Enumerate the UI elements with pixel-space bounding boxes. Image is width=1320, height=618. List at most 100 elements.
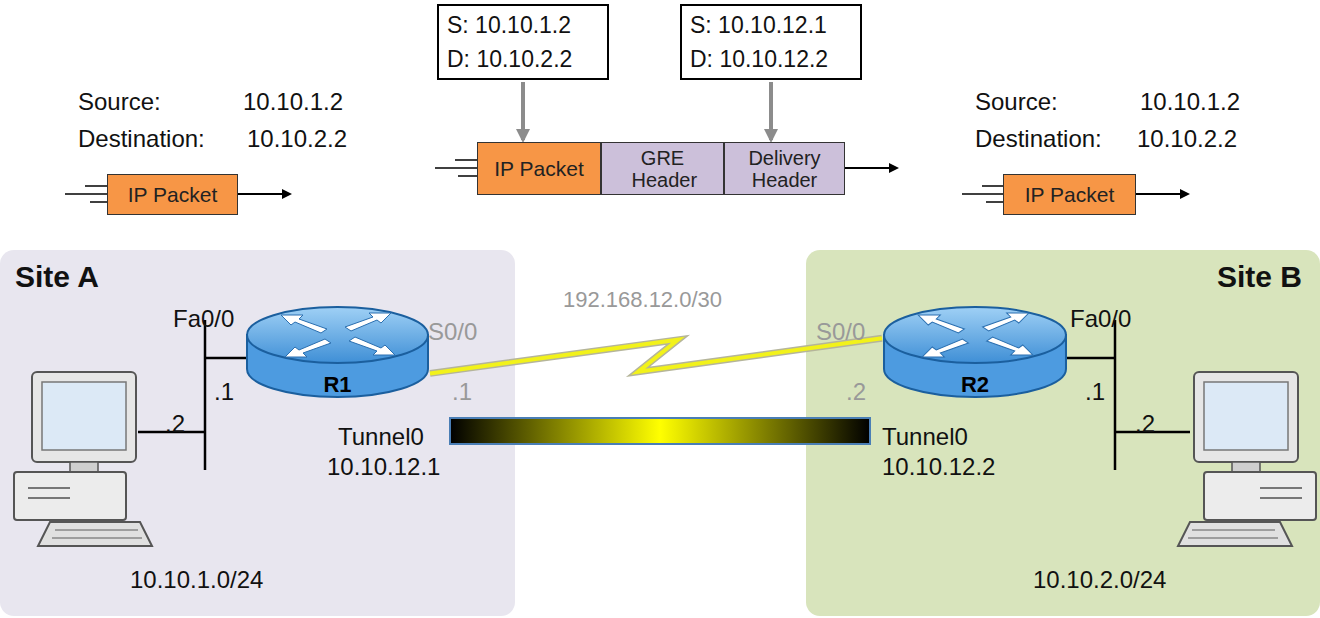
network-label: Destination: [78, 125, 205, 153]
network-label: 10.10.2.2 [247, 125, 347, 153]
drawing-part [455, 159, 477, 161]
drawing-part [205, 357, 247, 360]
drawing-part [28, 497, 70, 499]
drawing-part [32, 372, 136, 462]
router-name: R2 [882, 372, 1068, 398]
network-label: 10.10.2.0/24 [1033, 566, 1166, 594]
drawing-part [982, 185, 1003, 187]
header-callout: S: 10.10.1.2D: 10.10.2.2 [437, 4, 609, 80]
network-label: S0/0 [816, 318, 865, 346]
drawing-part [1136, 193, 1188, 195]
drawing-part [1204, 382, 1288, 450]
drawing-part [1194, 372, 1298, 462]
network-label: .2 [1135, 410, 1155, 438]
network-label: 10.10.1.2 [1140, 88, 1240, 116]
packet-label: IP Packet [1025, 183, 1115, 207]
address-line: D: 10.10.12.2 [690, 42, 828, 76]
packet-box: Delivery Header [724, 142, 845, 195]
network-label: Tunnel0 [882, 423, 968, 451]
address-line: S: 10.10.1.2 [447, 8, 571, 42]
network-label: S0/0 [428, 318, 477, 346]
packet-box: GRE Header [601, 142, 724, 195]
drawing-part [247, 307, 428, 363]
network-label: Fa0/0 [173, 305, 234, 333]
drawing-part [70, 462, 98, 472]
drawing-part [769, 82, 773, 140]
drawing-part [1260, 497, 1302, 499]
serial-link [430, 338, 882, 373]
drawing-part [986, 201, 1003, 203]
network-label: .2 [165, 410, 185, 438]
packet-label: Delivery Header [739, 147, 831, 191]
network-label: 10.10.2.2 [1137, 125, 1237, 153]
network-label: 10.10.12.1 [327, 453, 440, 481]
header-callout: S: 10.10.12.1D: 10.10.12.2 [680, 4, 862, 80]
drawing-part [238, 193, 290, 195]
drawing-part [38, 522, 152, 546]
router-name: R1 [245, 372, 430, 398]
drawing-part [983, 313, 1029, 331]
drawing-part [55, 529, 138, 531]
drawing-part [1192, 529, 1275, 531]
router: R1 [245, 305, 430, 400]
network-label: .1 [452, 378, 472, 406]
packet-label: IP Packet [128, 183, 218, 207]
drawing-part [962, 193, 1003, 195]
drawing-part [1114, 320, 1117, 470]
network-label: Destination: [975, 125, 1102, 153]
packet-box: IP Packet [1003, 174, 1136, 215]
drawing-part [1066, 357, 1115, 360]
drawing-part [1204, 472, 1316, 520]
packet-label: GRE Header [632, 147, 694, 191]
header-arrow [771, 82, 772, 140]
header-arrow [523, 82, 524, 140]
drawing-part [204, 320, 207, 470]
drawing-part [845, 167, 897, 169]
drawing-part [65, 193, 107, 195]
drawing-part [14, 472, 126, 520]
network-label: .1 [1085, 378, 1105, 406]
drawing-part [28, 487, 70, 489]
network-label: 10.10.12.2 [882, 453, 995, 481]
drawing-part [521, 82, 525, 140]
drawing-part [1260, 487, 1302, 489]
drawing-part [281, 315, 327, 333]
drawing-part [1188, 537, 1278, 539]
router: R2 [882, 305, 1068, 400]
address-line: D: 10.10.2.2 [447, 42, 572, 76]
packet-box: IP Packet [107, 174, 238, 215]
drawing-part [90, 201, 107, 203]
drawing-part [435, 167, 477, 169]
drawing-part [52, 537, 142, 539]
drawing-part [458, 175, 477, 177]
pc-icon [1178, 372, 1316, 546]
drawing-part [42, 382, 126, 450]
site-name: Site B [1217, 260, 1302, 294]
drawing-part [430, 338, 882, 373]
drawing-part [349, 337, 395, 355]
pc-icon [14, 372, 152, 546]
packet-label: IP Packet [494, 157, 584, 181]
packet-box: IP Packet [477, 142, 601, 195]
drawing-part [285, 339, 331, 357]
drawing-part [85, 185, 107, 187]
drawing-part [1178, 522, 1292, 546]
drawing-part [1232, 462, 1260, 472]
network-label: 10.10.1.0/24 [130, 566, 263, 594]
drawing-part [922, 339, 968, 357]
network-label: .1 [214, 378, 234, 406]
network-label: 10.10.1.2 [243, 88, 343, 116]
drawing-part [987, 337, 1033, 355]
drawing-part [918, 313, 1033, 357]
network-label: 192.168.12.0/30 [563, 286, 722, 314]
network-label: Fa0/0 [1070, 305, 1131, 333]
drawing-part [430, 338, 882, 373]
drawing-part [884, 307, 1066, 363]
drawing-part [918, 315, 964, 333]
network-label: Source: [975, 88, 1058, 116]
network-label: Tunnel0 [338, 423, 424, 451]
drawing-part [345, 313, 391, 331]
network-label: Source: [78, 88, 161, 116]
gre-tunnel [450, 418, 870, 444]
site-name: Site A [15, 260, 99, 294]
